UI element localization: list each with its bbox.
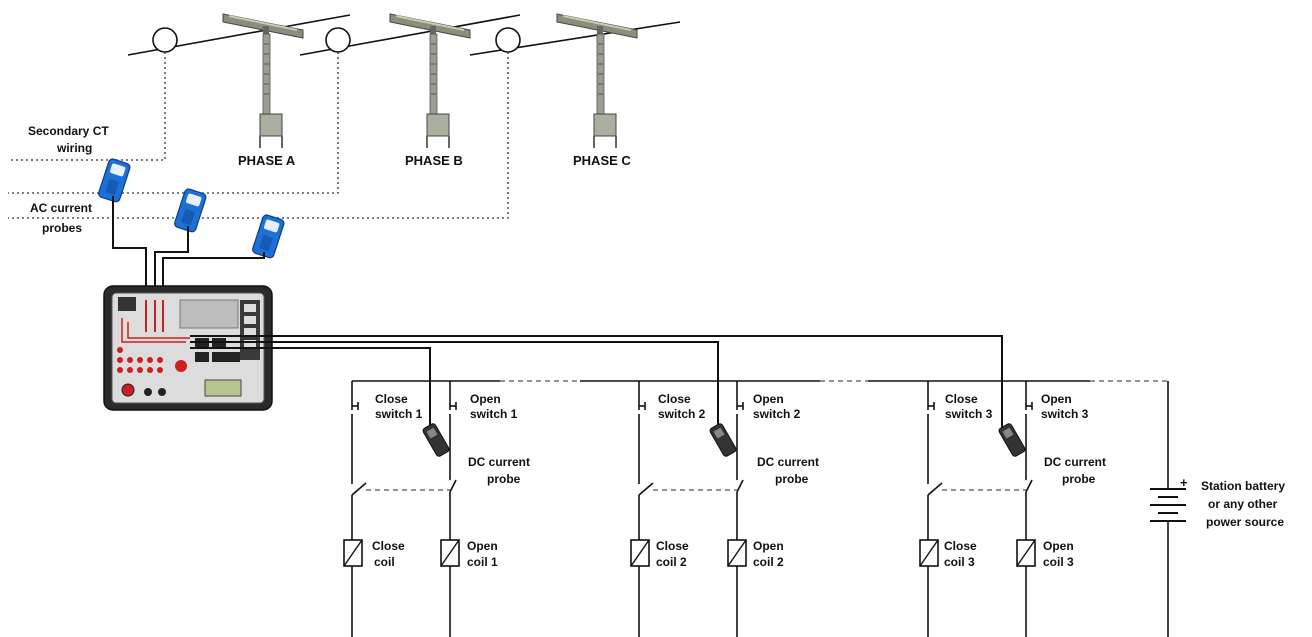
open-switch-3-label-a: Open [1041,392,1072,406]
phase-a-label: PHASE A [238,153,296,168]
breaker-circuit-1 [343,381,460,637]
close-switch-2-label-b: switch 2 [658,407,706,421]
open-coil-1-label-a: Open [467,539,498,553]
open-coil-3-label-b: coil 3 [1043,555,1074,569]
breaker-pole-c [556,13,638,148]
open-switch-1-label-b: switch 1 [470,407,518,421]
battery-label-1: Station battery [1201,479,1285,493]
open-switch-2-label-b: switch 2 [753,407,801,421]
battery-icon [1150,488,1186,522]
battery-plus: + [1180,475,1188,490]
dc-probe-2-label-a: DC current [757,455,819,469]
close-coil-2-label-b: coil 2 [656,555,687,569]
dc-probe-3-label-a: DC current [1044,455,1106,469]
open-coil-1-label-b: coil 1 [467,555,498,569]
secondary-ct-label-1: Secondary CT [28,124,109,138]
dc-probe-1-label-a: DC current [468,455,530,469]
breaker-circuit-3 [919,381,1036,637]
ct-ring-b [325,27,351,53]
close-coil-1-label-b: coil [374,555,395,569]
secondary-ct-label-2: wiring [56,141,92,155]
test-instrument [103,285,273,411]
close-switch-3-label-a: Close [945,392,978,406]
open-switch-3-label-b: switch 3 [1041,407,1089,421]
dc-probe-1-label-b: probe [487,472,521,486]
dc-probe-2-label-b: probe [775,472,809,486]
ct-ring-c [495,27,521,53]
dc-probe-3-label-b: probe [1062,472,1096,486]
open-coil-3-label-a: Open [1043,539,1074,553]
ac-probe-2-icon [174,188,207,233]
close-switch-3-label-b: switch 3 [945,407,993,421]
phase-b-label: PHASE B [405,153,463,168]
battery-label-3: power source [1206,515,1284,529]
ac-probe-3-icon [252,214,285,259]
open-switch-2-label-a: Open [753,392,784,406]
breaker-pole-b [389,13,471,148]
dc-probe-leads [190,335,1003,430]
open-coil-2-label-a: Open [753,539,784,553]
close-coil-3-label-a: Close [944,539,977,553]
ac-probes-label-1: AC current [30,201,92,215]
ac-probe-1-icon [98,158,131,203]
battery-label-2: or any other [1208,497,1278,511]
close-switch-2-label-a: Close [658,392,691,406]
close-switch-1-label-b: switch 1 [375,407,423,421]
breaker-pole-a [222,13,304,148]
close-coil-1-label-a: Close [372,539,405,553]
dc-bus [352,380,1169,637]
close-coil-3-label-b: coil 3 [944,555,975,569]
ct-ring-a [152,27,178,53]
ac-probes-label-2: probes [42,221,82,235]
open-coil-2-label-b: coil 2 [753,555,784,569]
close-coil-2-label-a: Close [656,539,689,553]
breaker-circuit-2 [630,381,747,637]
ac-probe-leads [112,196,265,300]
phase-c-label: PHASE C [573,153,631,168]
close-switch-1-label-a: Close [375,392,408,406]
open-switch-1-label-a: Open [470,392,501,406]
